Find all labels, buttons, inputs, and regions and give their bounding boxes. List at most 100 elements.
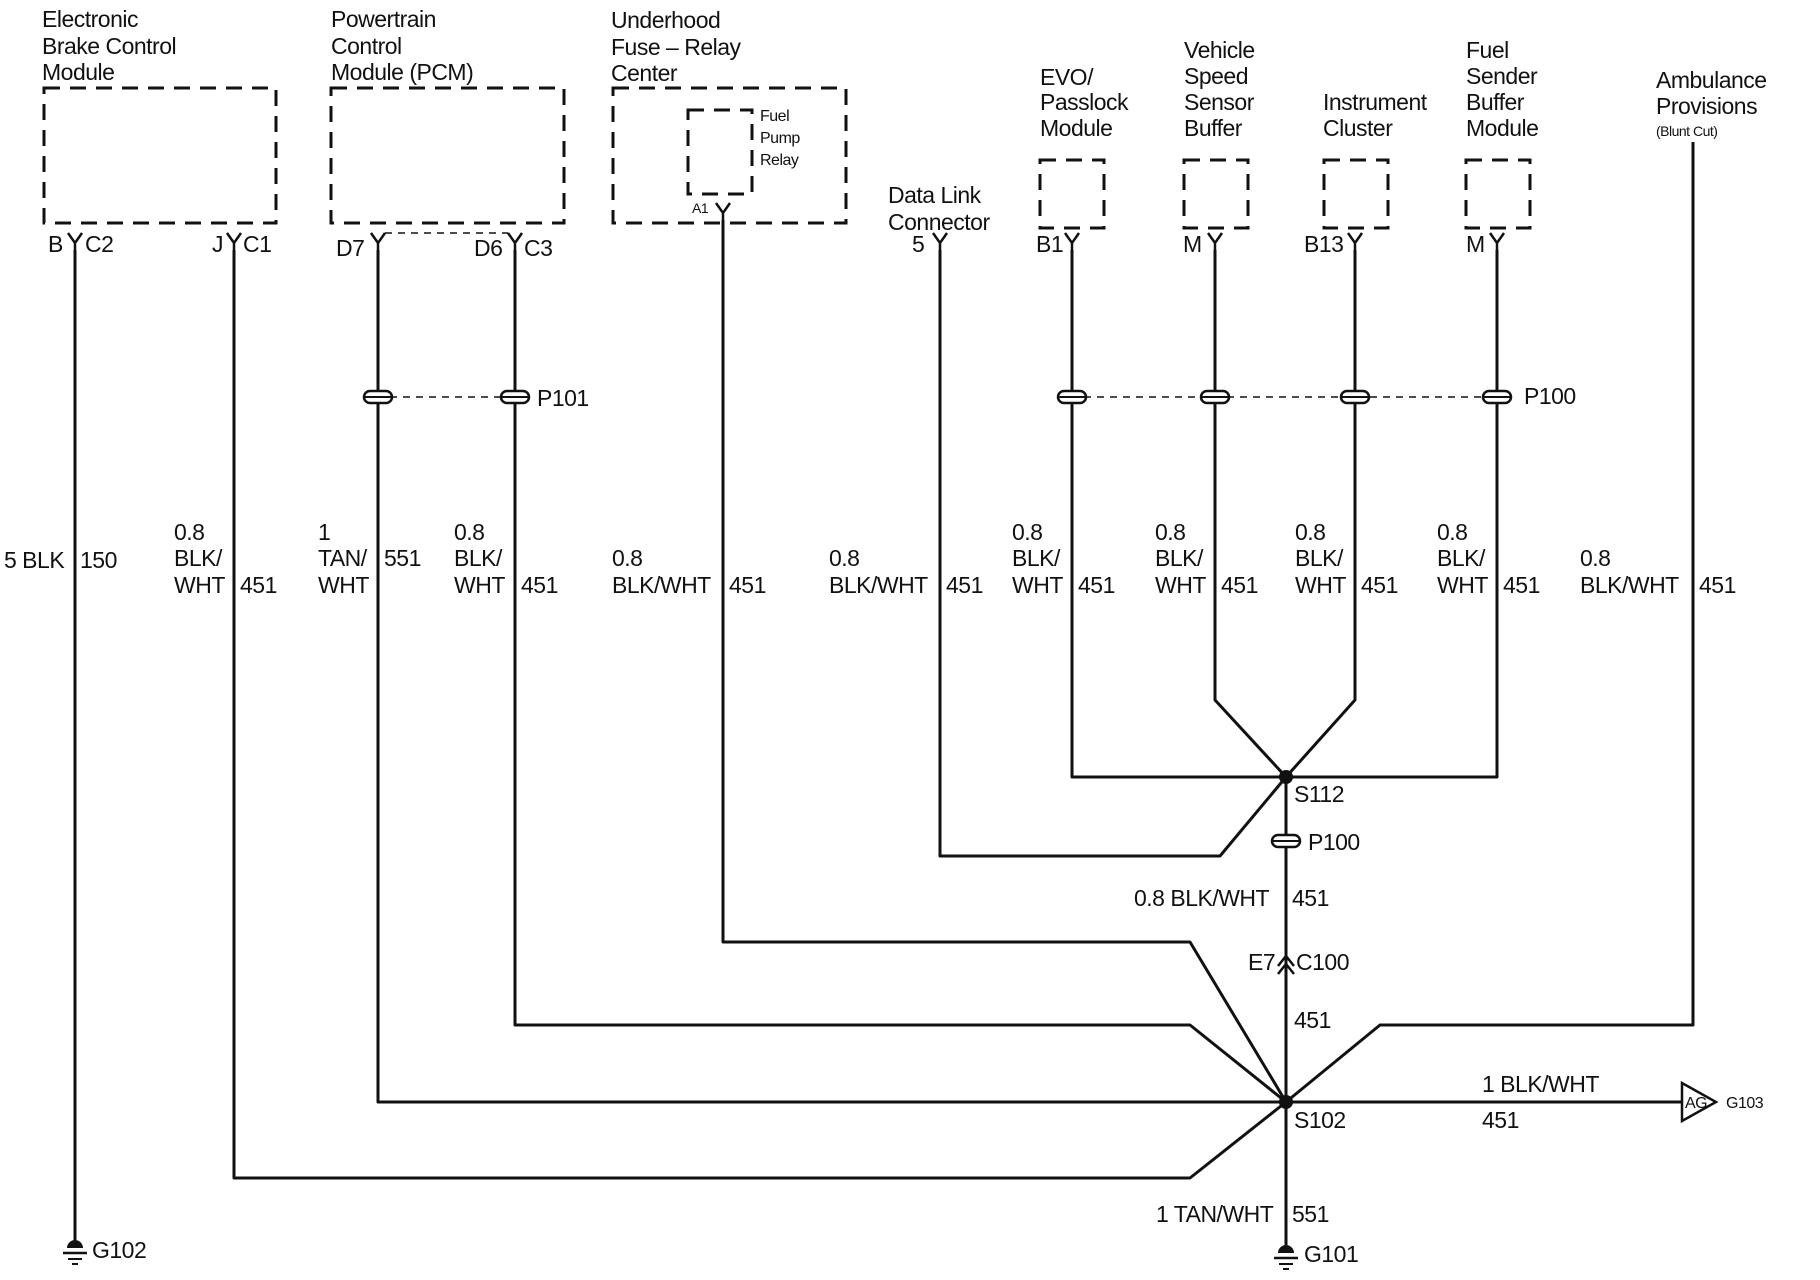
p101-label: P101: [537, 385, 589, 411]
wire-c100-circuit-label: 451: [1294, 1007, 1331, 1033]
g102-label: G102: [92, 1237, 146, 1263]
pin-vss-m-icon: [1206, 232, 1224, 250]
pin-label-pcm-c3: C3: [524, 235, 552, 261]
pin-label-ebcm-j: J: [212, 231, 223, 257]
wire-150-color-label: 5 BLK: [4, 547, 65, 573]
pin-fuel-m-icon: [1488, 232, 1506, 250]
wire-dlc: [938, 250, 1288, 858]
pin-dlc-5-icon: [931, 232, 949, 250]
pin-ebcm-b-icon: [66, 232, 84, 250]
p101-d7-connector-icon: [362, 389, 394, 405]
wire-g101-color-label: 1 TAN/WHT: [1156, 1201, 1274, 1227]
wire-fuel-circuit-label: 451: [1503, 572, 1540, 598]
wire-vss-cluster: [1213, 250, 1357, 779]
pin-label-dlc-5: 5: [912, 231, 924, 257]
p100-top-label: P100: [1524, 383, 1576, 409]
pin-label-relay-a1: A1: [692, 200, 709, 216]
s112-label: S112: [1294, 781, 1344, 807]
wire-dlc-circuit-label: 451: [946, 572, 983, 598]
pcm-box: [329, 86, 566, 225]
wire-g101-circuit-label: 551: [1292, 1201, 1329, 1227]
wire-ebcm-j-circuit-label: 451: [240, 572, 277, 598]
pin-symbols: [66, 202, 1506, 250]
pin-label-ebcm-b: B: [48, 231, 63, 257]
fuel-pump-relay-box: [686, 108, 754, 196]
blunt-cut-label: (Blunt Cut): [1656, 123, 1717, 139]
pin-evo-b1-icon: [1063, 232, 1081, 250]
wire-trunk-circuit-label: 451: [1292, 885, 1329, 911]
wire-trunk-color-label: 0.8 BLK/WHT: [1134, 885, 1270, 911]
c100-connector-icon: [1277, 953, 1295, 975]
pin-pcm-d7-icon: [369, 232, 387, 250]
instrument-cluster-box: [1322, 158, 1390, 230]
p100-vss-connector-icon: [1199, 389, 1231, 405]
g103-tag: AG: [1685, 1095, 1707, 1112]
fuse-relay-center-box: [611, 86, 848, 225]
wire-pcm-d7-circuit-label: 551: [384, 545, 421, 571]
pin-relay-a1-icon: [714, 202, 732, 220]
pin-label-ebcm-c2: C2: [85, 231, 113, 257]
wire-g103-circuit-label: 451: [1482, 1107, 1519, 1133]
fuel-sender-box: [1464, 158, 1532, 230]
pin-cluster-b13-icon: [1346, 232, 1364, 250]
wires: [73, 142, 1695, 1245]
wire-pcm-d6-circuit-label: 451: [521, 572, 558, 598]
pin-label-cluster-b13: B13: [1304, 231, 1343, 257]
s112-splice-dot-icon: [1279, 770, 1293, 784]
evo-module-box: [1038, 158, 1106, 230]
pin-ebcm-j-icon: [225, 232, 243, 250]
g101-ground-symbol-icon: [1274, 1245, 1298, 1270]
wire-fuel-pump-relay: [721, 220, 1288, 1103]
g103-label: G103: [1726, 1095, 1764, 1112]
wire-g103-color-label: 1 BLK/WHT: [1482, 1071, 1599, 1097]
p100-evo-connector-icon: [1056, 389, 1088, 405]
wire-ambulance: [1285, 142, 1695, 1104]
s102-splice-dot-icon: [1279, 1095, 1293, 1109]
ebcm-box: [42, 86, 278, 225]
pin-label-fuel-m: M: [1466, 231, 1485, 257]
wire-ebcm-j: [232, 250, 1287, 1180]
pin-label-evo-b1: B1: [1036, 231, 1063, 257]
g103-arrow-connector-icon: [1680, 1080, 1719, 1124]
pin-label-pcm-d7: D7: [336, 235, 364, 261]
p100-trunk-connector-icon: [1270, 833, 1302, 849]
wire-vss-circuit-label: 451: [1221, 572, 1258, 598]
pin-pcm-d6-icon: [506, 232, 524, 250]
c100-pin-label: E7: [1248, 949, 1275, 975]
c100-label: C100: [1296, 949, 1349, 975]
p100-fuel-connector-icon: [1481, 389, 1513, 405]
p100-mid-label: P100: [1308, 829, 1360, 855]
wire-pcm-d6: [513, 250, 1287, 1104]
g101-label: G101: [1304, 1241, 1358, 1267]
wire-evo-circuit-label: 451: [1078, 572, 1115, 598]
wire-cluster-circuit-label: 451: [1361, 572, 1398, 598]
p100-cluster-connector-icon: [1339, 389, 1371, 405]
wire-pcm-d7: [376, 250, 1286, 1104]
pin-label-pcm-d6: D6: [474, 235, 502, 261]
vss-buffer-box: [1182, 158, 1250, 230]
pin-label-vss-m: M: [1183, 231, 1202, 257]
wire-150-circuit-label: 150: [80, 547, 117, 573]
wire-ambulance-circuit-label: 451: [1699, 572, 1736, 598]
wire-evo-fuel-sender: [1070, 250, 1499, 779]
